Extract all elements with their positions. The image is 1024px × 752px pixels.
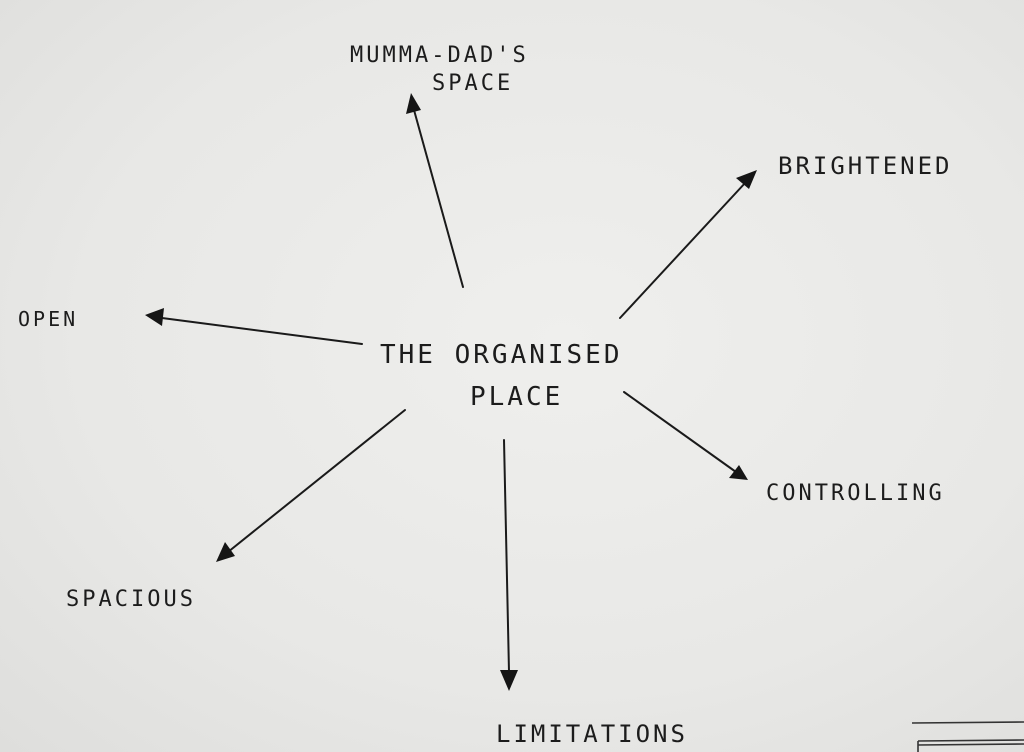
node-limitations-label: LIMITATIONS bbox=[496, 720, 688, 748]
center-label-line-1: THE ORGANISED bbox=[380, 340, 623, 370]
corner-mark-line-2 bbox=[917, 739, 1024, 742]
arrow-to-controlling bbox=[623, 391, 748, 480]
node-mumma-dads-space: MUMMA-DAD'S SPACE bbox=[350, 43, 529, 96]
arrow-to-limitations bbox=[500, 439, 518, 691]
corner-ruled-marks bbox=[911, 721, 1024, 752]
arrow-to-spacious bbox=[216, 409, 406, 562]
arrow-line-mumma-dads-space bbox=[413, 109, 464, 288]
node-open-label: OPEN bbox=[18, 307, 78, 331]
center-node: THE ORGANISED PLACE bbox=[380, 340, 623, 412]
arrow-to-brightened bbox=[619, 170, 757, 319]
center-label-line-2: PLACE bbox=[470, 382, 563, 412]
node-limitations: LIMITATIONS bbox=[496, 720, 688, 748]
node-mumma-dads-space-line-2: SPACE bbox=[432, 71, 513, 96]
arrow-head-open bbox=[145, 308, 164, 326]
arrow-head-limitations bbox=[500, 670, 518, 691]
corner-mark-line-3 bbox=[917, 743, 1024, 746]
arrow-to-mumma-dads-space bbox=[406, 93, 464, 288]
arrow-line-limitations bbox=[503, 439, 510, 673]
arrow-head-controlling bbox=[729, 465, 748, 480]
arrow-head-spacious bbox=[216, 542, 235, 562]
arrow-head-brightened bbox=[736, 170, 757, 189]
node-brightened: BRIGHTENED bbox=[778, 152, 953, 180]
arrow-line-controlling bbox=[623, 391, 737, 473]
arrow-head-mumma-dads-space bbox=[406, 93, 421, 114]
arrow-line-brightened bbox=[619, 181, 747, 319]
node-spacious: SPACIOUS bbox=[66, 587, 196, 612]
arrow-line-open bbox=[161, 317, 363, 345]
node-controlling-label: CONTROLLING bbox=[766, 481, 945, 506]
arrow-line-spacious bbox=[227, 409, 406, 553]
node-open: OPEN bbox=[18, 307, 78, 331]
node-brightened-label: BRIGHTENED bbox=[778, 152, 953, 180]
corner-mark-line-1 bbox=[911, 721, 1024, 724]
node-spacious-label: SPACIOUS bbox=[66, 587, 196, 612]
node-controlling: CONTROLLING bbox=[766, 481, 945, 506]
arrow-to-open bbox=[145, 308, 363, 345]
node-mumma-dads-space-line-1: MUMMA-DAD'S bbox=[350, 43, 529, 68]
